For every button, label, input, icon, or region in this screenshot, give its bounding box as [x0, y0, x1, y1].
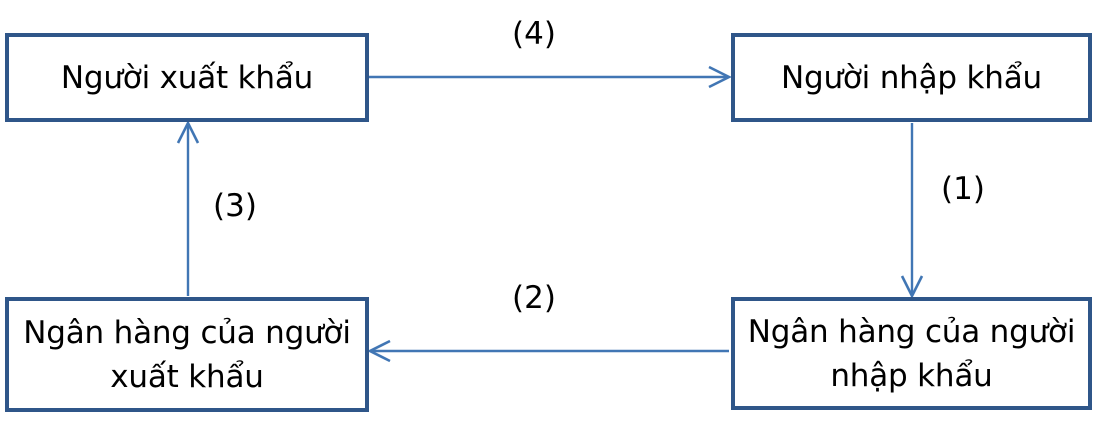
- node-importer-label: Người nhập khẩu: [780, 59, 1042, 96]
- edge-label-1: (1): [941, 171, 985, 207]
- node-exporter-label: Người xuất khẩu: [60, 59, 314, 96]
- node-exporter[interactable]: Người xuất khẩu: [5, 33, 369, 122]
- edge-1-arrow: [900, 123, 924, 299]
- edge-label-2: (2): [512, 280, 556, 316]
- edge-4-arrow: [369, 65, 732, 89]
- node-importer[interactable]: Người nhập khẩu: [731, 33, 1092, 122]
- edge-label-4: (4): [512, 16, 556, 52]
- edge-label-3: (3): [213, 188, 257, 224]
- edge-3-arrow: [176, 120, 200, 296]
- edge-2-arrow: [367, 339, 729, 363]
